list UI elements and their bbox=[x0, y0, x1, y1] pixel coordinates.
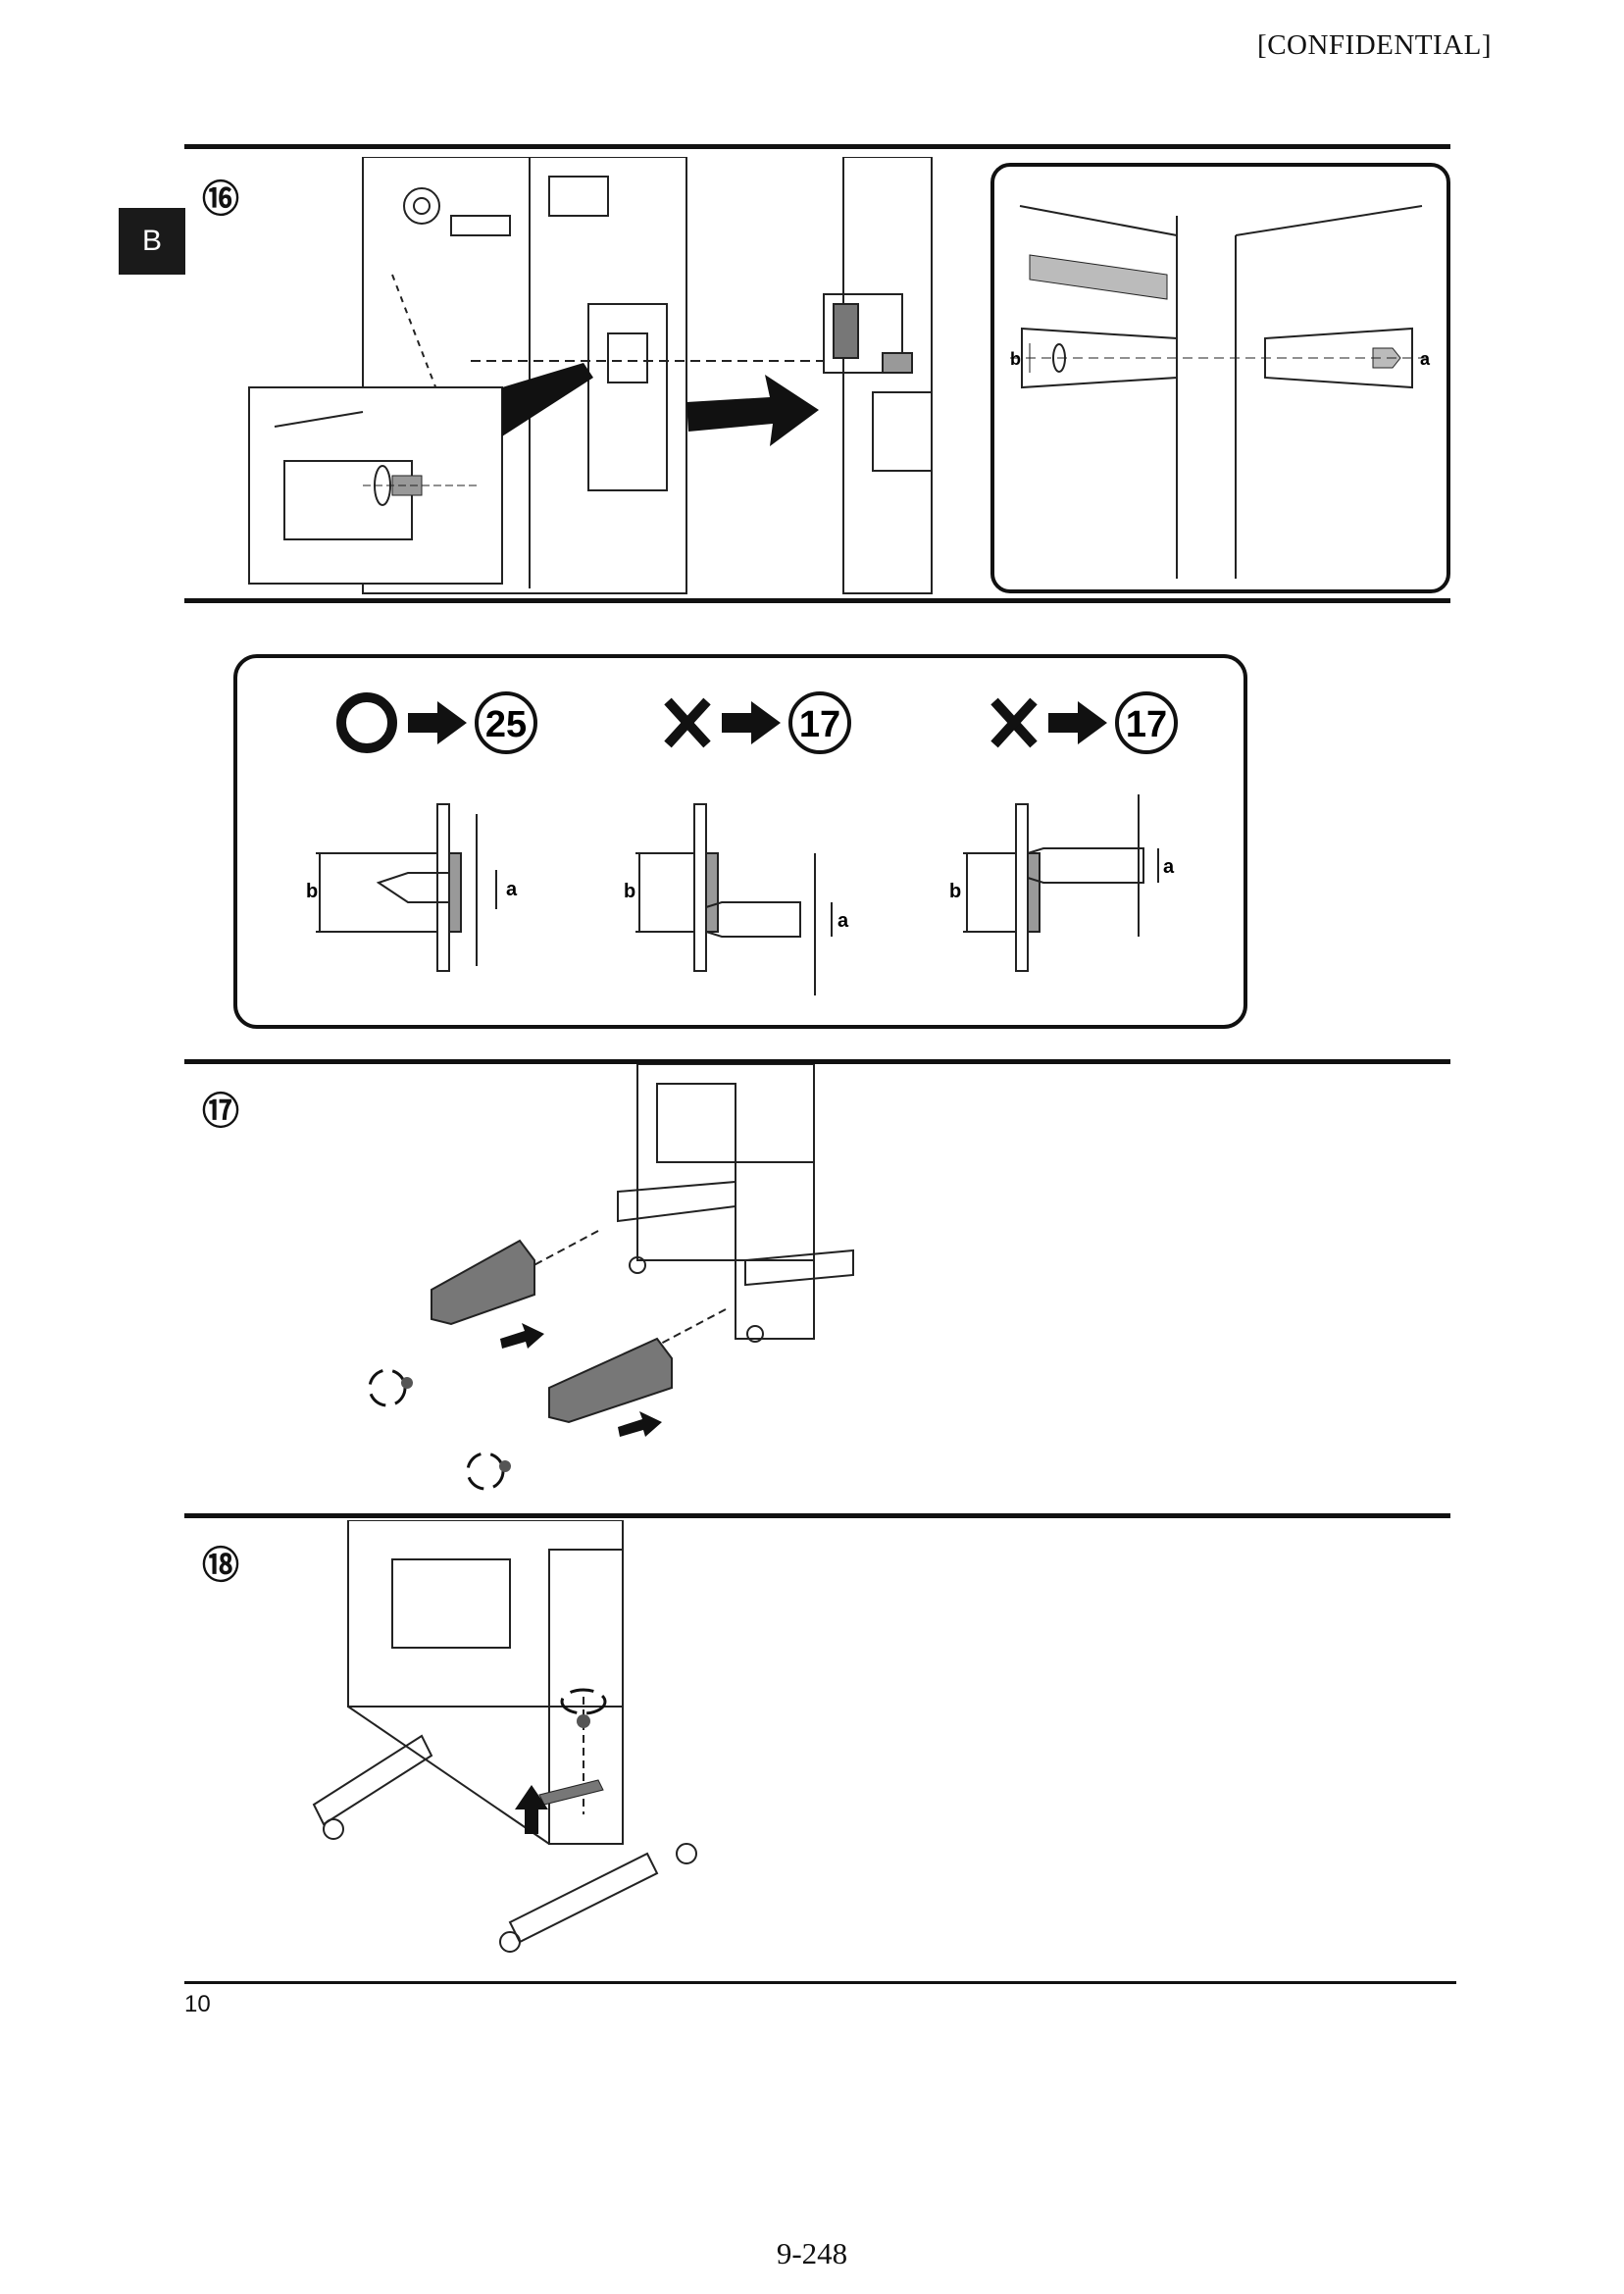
case1-label-a: a bbox=[506, 879, 518, 900]
move-arrow bbox=[686, 375, 819, 446]
pull-arrow bbox=[618, 1411, 662, 1437]
pull-arrow bbox=[500, 1323, 544, 1349]
judgement-panel: 25 b a 17 b a bbox=[233, 654, 1247, 1029]
step16-illustration: b a bbox=[248, 157, 1450, 594]
screw-icon bbox=[560, 1688, 607, 1728]
bracket-part bbox=[538, 1779, 604, 1806]
arrow-right-icon bbox=[408, 701, 467, 744]
footer-rule bbox=[184, 1981, 1456, 1984]
screw-icon bbox=[368, 1368, 413, 1407]
inset-zoom bbox=[248, 363, 593, 585]
case-ok: 25 b a bbox=[306, 691, 537, 972]
ng-cross-icon bbox=[990, 697, 1038, 748]
section-tab: B bbox=[119, 208, 185, 275]
case1-target: 25 bbox=[485, 704, 527, 745]
case-ng-2: 17 b a bbox=[949, 691, 1178, 972]
case2-label-b: b bbox=[624, 881, 635, 902]
step18-number: ⑱ bbox=[202, 1544, 240, 1587]
step16-number: ⑯ bbox=[202, 178, 240, 221]
case2-label-a: a bbox=[837, 910, 849, 932]
case3-label-b: b bbox=[949, 881, 961, 902]
arrow-right-icon bbox=[1048, 701, 1107, 744]
step16-bottom-rule bbox=[184, 598, 1450, 603]
footer-note: 10 bbox=[184, 1991, 211, 2017]
case1-label-b: b bbox=[306, 881, 318, 902]
step18-illustration bbox=[312, 1520, 697, 1953]
arrow-right-icon bbox=[722, 701, 781, 744]
screw-icon bbox=[466, 1452, 511, 1491]
step18-top-rule bbox=[184, 1513, 1450, 1518]
case-ng-1: 17 b a bbox=[624, 691, 851, 995]
step17-number: ⑰ bbox=[202, 1090, 240, 1133]
machine-right-drawing bbox=[471, 157, 933, 594]
step17-illustration bbox=[368, 1064, 854, 1491]
lift-arrow bbox=[515, 1785, 548, 1834]
left-cover-part bbox=[431, 1239, 535, 1326]
step16-top-rule bbox=[184, 144, 1450, 149]
detail-box: b a bbox=[990, 163, 1450, 593]
ng-cross-icon bbox=[664, 697, 711, 748]
case2-target: 17 bbox=[799, 704, 840, 745]
case3-label-a: a bbox=[1163, 856, 1175, 878]
step17-top-rule bbox=[184, 1059, 1450, 1064]
section-tab-label: B bbox=[141, 225, 162, 257]
detail-label-a: a bbox=[1420, 349, 1431, 369]
confidential-label: [CONFIDENTIAL] bbox=[1257, 29, 1492, 61]
right-cover-part bbox=[548, 1337, 673, 1424]
case3-target: 17 bbox=[1126, 704, 1167, 745]
detail-label-b: b bbox=[1010, 349, 1021, 369]
page-number: 9-248 bbox=[776, 2236, 848, 2270]
ok-circle-icon bbox=[336, 692, 397, 753]
